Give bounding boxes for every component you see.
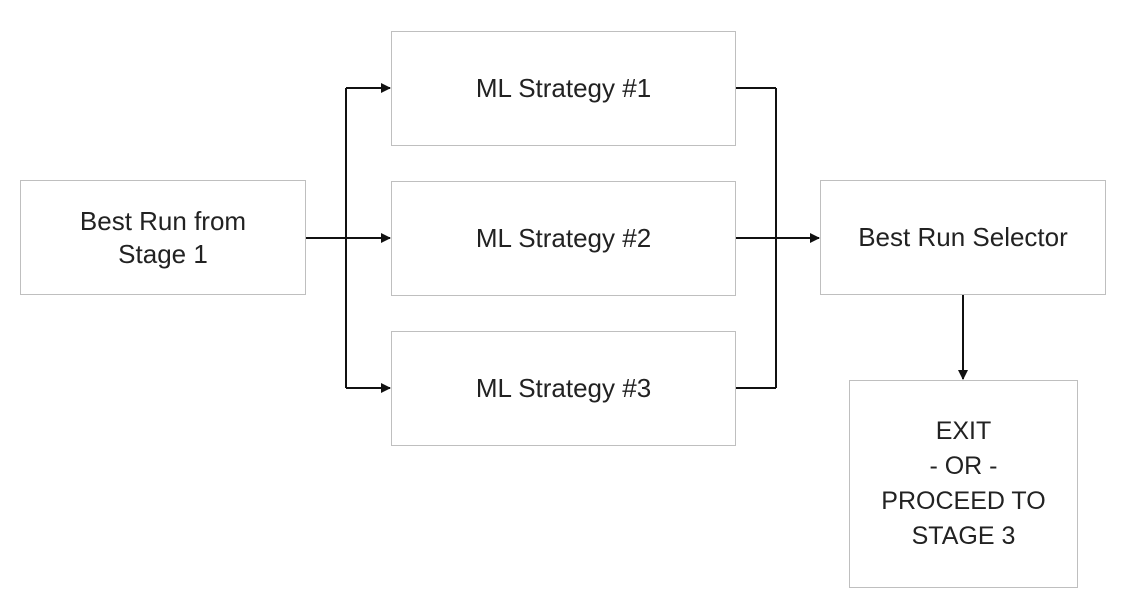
node-ml-strategy-2: ML Strategy #2	[391, 181, 736, 296]
node-ml-strategy-3: ML Strategy #3	[391, 331, 736, 446]
node-exit-or-proceed: EXIT - OR - PROCEED TO STAGE 3	[849, 380, 1078, 588]
node-best-run-selector: Best Run Selector	[820, 180, 1106, 295]
node-ml-strategy-1: ML Strategy #1	[391, 31, 736, 146]
node-best-run-stage1: Best Run from Stage 1	[20, 180, 306, 295]
